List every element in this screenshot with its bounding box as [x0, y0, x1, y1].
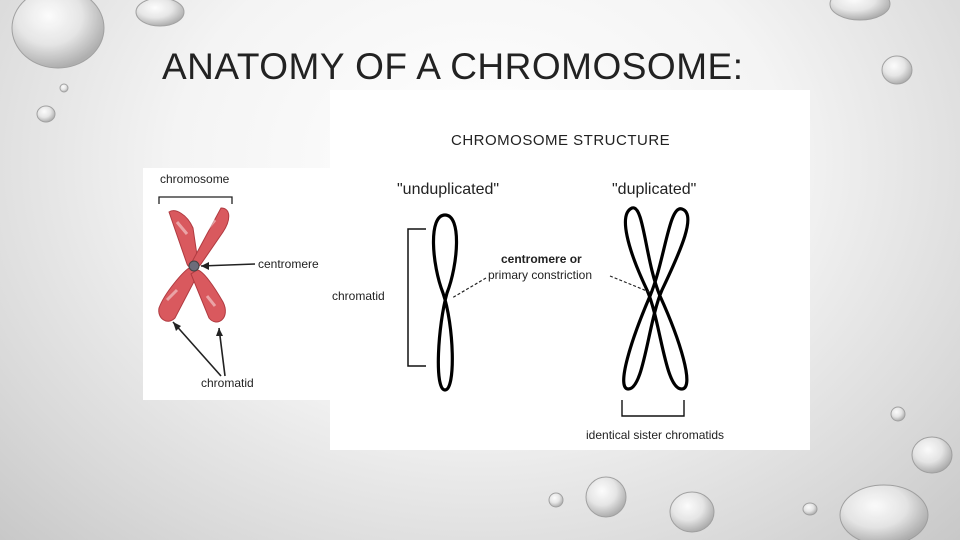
chromatid-arm-lower-left	[158, 267, 200, 322]
sister-chromatids-bracket	[621, 400, 685, 417]
centromere-dot	[188, 260, 200, 272]
centromere-label-line2: primary constriction	[488, 268, 593, 282]
centromere-label-line1: centromere or	[501, 252, 582, 266]
chromatid-arm-upper-right	[191, 207, 230, 268]
centromere-arrow	[200, 263, 256, 267]
slide-title: ANATOMY OF A CHROMOSOME:	[162, 46, 744, 87]
chromatid-arrow-1	[172, 321, 222, 377]
chromosome-label: chromosome	[160, 172, 230, 186]
sister-chromatids-label: identical sister chromatids	[586, 428, 725, 442]
chromatid-bracket	[407, 228, 426, 367]
diagram-heading: CHROMOSOME STRUCTURE	[451, 132, 671, 149]
chromosome-illustration: chromosome centromere chromatid	[143, 168, 335, 400]
centromere-pointer-right	[609, 275, 653, 294]
chromatid-label: chromatid	[332, 289, 385, 303]
unduplicated-label: "unduplicated"	[397, 181, 500, 198]
unduplicated-chromosome	[431, 213, 459, 392]
sister-chromatid-1	[623, 206, 689, 391]
structure-drawing	[407, 206, 690, 417]
chromosome-drawing	[158, 196, 256, 377]
duplicated-label: "duplicated"	[612, 181, 697, 198]
chromosome-structure-diagram: CHROMOSOME STRUCTURE "unduplicated" "dup…	[330, 90, 810, 450]
sister-chromatid-2	[622, 207, 690, 391]
chromosome-bracket	[158, 196, 233, 204]
chromatid-label: chromatid	[201, 376, 254, 390]
centromere-pointer-left	[451, 277, 487, 299]
chromatid-arm-lower-right	[190, 269, 226, 323]
centromere-label: centromere	[258, 257, 319, 271]
